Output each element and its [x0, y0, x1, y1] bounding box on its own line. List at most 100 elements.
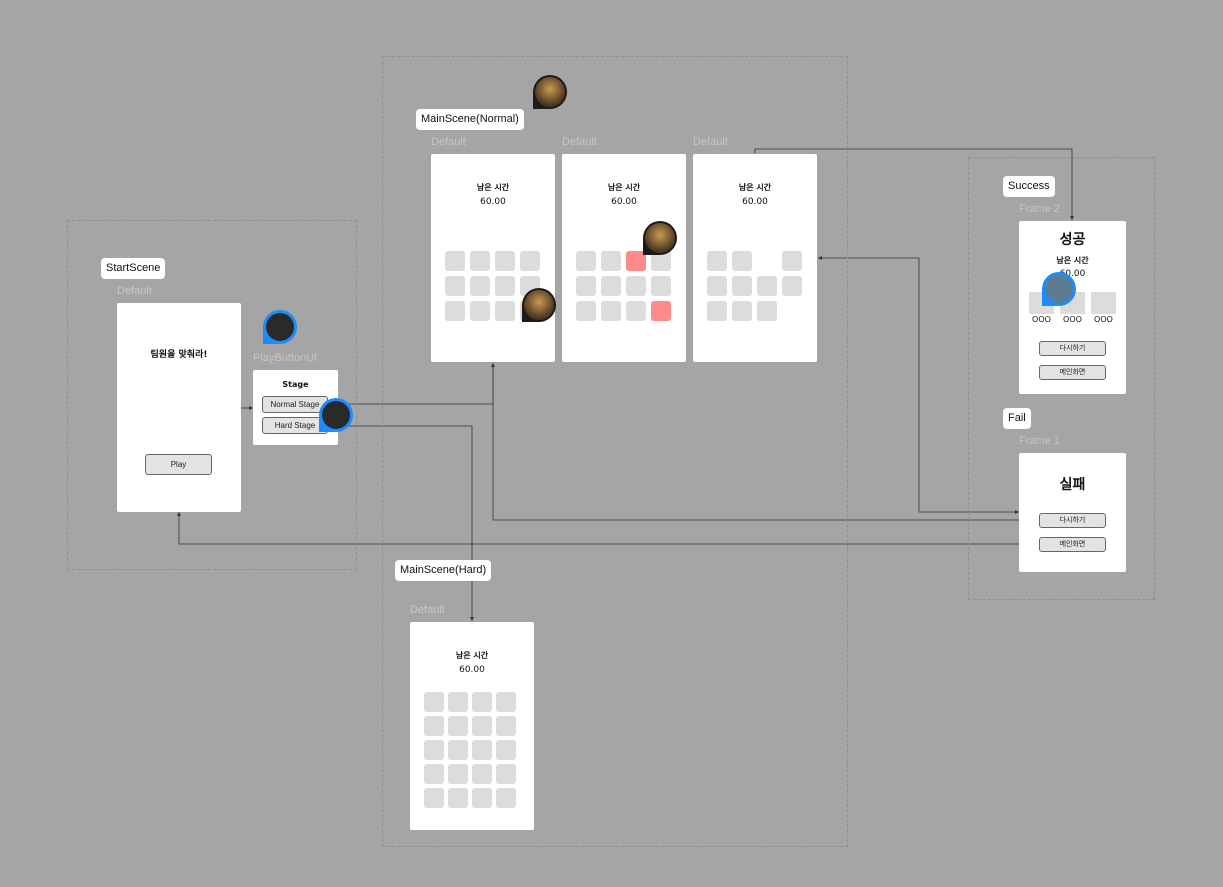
card-slot-empty — [757, 251, 777, 271]
card-tile[interactable] — [424, 764, 444, 784]
result-scene-group — [968, 157, 1155, 600]
card-tile[interactable] — [496, 716, 516, 736]
card-tile[interactable] — [472, 764, 492, 784]
card-tile[interactable] — [732, 251, 752, 271]
normal-stage-button[interactable]: Normal Stage — [262, 396, 328, 413]
card-tile[interactable] — [448, 740, 468, 760]
collaborator-cursor-icon — [263, 310, 297, 344]
card-tile[interactable] — [732, 276, 752, 296]
main-hard-frame[interactable]: 남은 시간 60.00 — [410, 622, 534, 830]
card-tile[interactable] — [707, 251, 727, 271]
card-tile[interactable] — [472, 692, 492, 712]
time-label: 남은 시간 — [607, 183, 641, 192]
member-photo — [1091, 292, 1116, 314]
card-tile[interactable] — [445, 251, 465, 271]
card-tile[interactable] — [757, 301, 777, 321]
card-tile[interactable] — [448, 788, 468, 808]
card-tile[interactable] — [448, 764, 468, 784]
card-tile[interactable] — [424, 740, 444, 760]
fail-label[interactable]: Fail — [1003, 408, 1031, 429]
time-value: 60.00 — [611, 197, 637, 207]
card-tile[interactable] — [520, 251, 540, 271]
card-tile[interactable] — [495, 251, 515, 271]
card-tile[interactable] — [470, 276, 490, 296]
main-normal-frame-2-variant: Default — [562, 136, 597, 148]
main-normal-frame-1-variant: Default — [431, 136, 466, 148]
card-tile[interactable] — [445, 276, 465, 296]
card-tile[interactable] — [576, 301, 596, 321]
start-scene-title: 팀원을 맞춰라! — [150, 350, 208, 360]
time-label: 남은 시간 — [476, 183, 510, 192]
card-tile[interactable] — [472, 716, 492, 736]
card-slot-empty — [782, 301, 802, 321]
time-value: 60.00 — [742, 197, 768, 207]
card-tile[interactable] — [424, 716, 444, 736]
card-tile[interactable] — [651, 276, 671, 296]
card-tile[interactable] — [626, 301, 646, 321]
start-scene-label[interactable]: StartScene — [101, 258, 166, 279]
card-tile[interactable] — [445, 301, 465, 321]
card-tile[interactable] — [496, 740, 516, 760]
time-label: 남은 시간 — [455, 651, 489, 660]
card-tile[interactable] — [448, 692, 468, 712]
card-tile-selected[interactable] — [651, 301, 671, 321]
main-menu-button[interactable]: 메인화면 — [1039, 537, 1106, 552]
card-tile[interactable] — [707, 301, 727, 321]
card-tile[interactable] — [651, 251, 671, 271]
card-tile[interactable] — [782, 251, 802, 271]
card-tile[interactable] — [495, 276, 515, 296]
main-normal-frame-3[interactable]: 남은 시간 60.00 — [693, 154, 817, 362]
card-tile[interactable] — [601, 301, 621, 321]
main-normal-frame-2[interactable]: 남은 시간 60.00 — [562, 154, 686, 362]
card-tile[interactable] — [496, 692, 516, 712]
fail-variant: Frame 1 — [1019, 435, 1060, 447]
card-tile[interactable] — [495, 301, 515, 321]
success-frame[interactable]: 성공 남은 시간 60.00 OOO OOO OOO 다시하기 메인화면 — [1019, 221, 1126, 394]
main-scene-group — [382, 56, 848, 847]
collaborator-cursor-icon — [1042, 272, 1076, 306]
time-label: 남은 시간 — [738, 183, 772, 192]
start-scene-variant: Default — [117, 285, 152, 297]
collaborator-avatar-icon — [522, 288, 556, 322]
main-hard-variant: Default — [410, 604, 445, 616]
main-normal-frame-1[interactable]: 남은 시간 60.00 — [431, 154, 555, 362]
retry-button[interactable]: 다시하기 — [1039, 513, 1106, 528]
card-tile[interactable] — [576, 276, 596, 296]
card-tile[interactable] — [448, 716, 468, 736]
card-tile[interactable] — [626, 276, 646, 296]
main-normal-label[interactable]: MainScene(Normal) — [416, 109, 524, 130]
card-tile[interactable] — [757, 276, 777, 296]
card-tile[interactable] — [732, 301, 752, 321]
card-tile[interactable] — [601, 251, 621, 271]
card-tile[interactable] — [472, 740, 492, 760]
retry-button[interactable]: 다시하기 — [1039, 341, 1106, 356]
card-tile[interactable] — [424, 788, 444, 808]
fail-title: 실패 — [1059, 477, 1086, 493]
time-value: 60.00 — [459, 665, 485, 675]
card-tile[interactable] — [496, 764, 516, 784]
card-tile[interactable] — [472, 788, 492, 808]
card-tile-selected[interactable] — [626, 251, 646, 271]
card-tile[interactable] — [470, 251, 490, 271]
card-tile[interactable] — [424, 692, 444, 712]
start-scene-frame[interactable]: 팀원을 맞춰라! Play — [117, 303, 241, 512]
fail-frame[interactable]: 실패 다시하기 메인화면 — [1019, 453, 1126, 572]
time-value: 60.00 — [1059, 269, 1086, 279]
card-tile[interactable] — [782, 276, 802, 296]
main-normal-frame-3-variant: Default — [693, 136, 728, 148]
card-tile[interactable] — [470, 301, 490, 321]
card-tile[interactable] — [576, 251, 596, 271]
success-title: 성공 — [1059, 232, 1086, 248]
success-label[interactable]: Success — [1003, 176, 1055, 197]
card-tile[interactable] — [496, 788, 516, 808]
main-menu-button[interactable]: 메인화면 — [1039, 365, 1106, 380]
time-value: 60.00 — [480, 197, 506, 207]
member-name: OOO — [1094, 315, 1113, 324]
play-button[interactable]: Play — [145, 454, 212, 475]
play-button-ui-label: PlayButtonUI — [253, 352, 318, 364]
stage-heading: Stage — [282, 380, 309, 389]
card-tile[interactable] — [601, 276, 621, 296]
card-tile[interactable] — [707, 276, 727, 296]
start-scene-group — [67, 220, 357, 570]
main-hard-label[interactable]: MainScene(Hard) — [395, 560, 492, 581]
